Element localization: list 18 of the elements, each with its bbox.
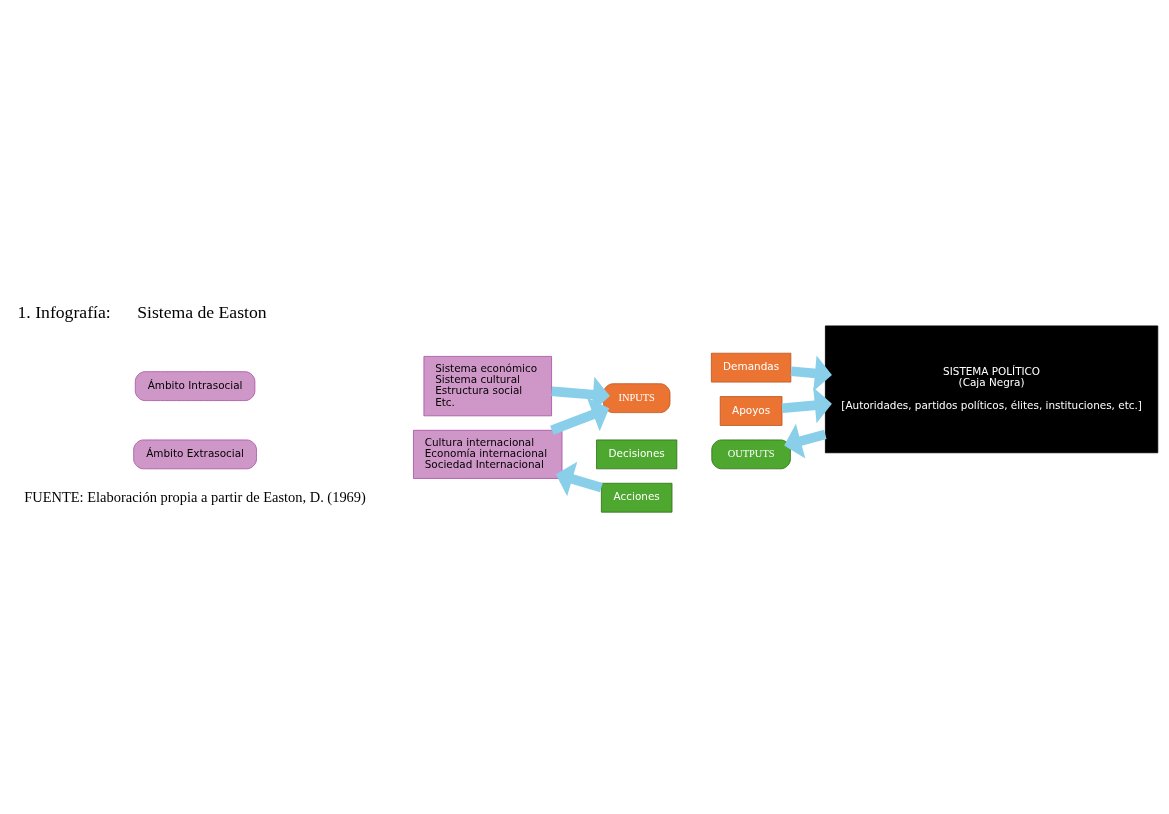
node-box: Sistema económico Sistema cultural Estructura social Etc. xyxy=(423,356,552,417)
node-box: Acciones xyxy=(600,482,673,513)
caption: FUENTE: Elaboración propia a partir de Easton, D. (1969) xyxy=(24,489,366,506)
diagram-title: 1. Infografía: Sistema de Easton xyxy=(17,301,267,322)
arrow xyxy=(555,461,603,497)
node-box: Cultura internacional Economía internacional Sociedad Internacional xyxy=(413,429,563,479)
node-box: Demandas xyxy=(710,352,792,383)
arrow xyxy=(550,397,610,435)
arrow xyxy=(790,355,832,392)
node-box: SISTEMA POLÍTICO (Caja Negra) [Autoridades, partidos políticos, élites, instituciones, etc.] xyxy=(825,325,1159,454)
node-box: Ámbito Extrasocial xyxy=(133,439,257,470)
arrow xyxy=(784,423,827,459)
node-box: INPUTS xyxy=(602,383,671,413)
node-box: Ámbito Intrasocial xyxy=(134,371,256,401)
node-box: Decisiones xyxy=(596,439,678,470)
node-box: OUTPUTS xyxy=(711,439,791,470)
node-box: Apoyos xyxy=(719,396,783,426)
arrow xyxy=(781,387,832,424)
